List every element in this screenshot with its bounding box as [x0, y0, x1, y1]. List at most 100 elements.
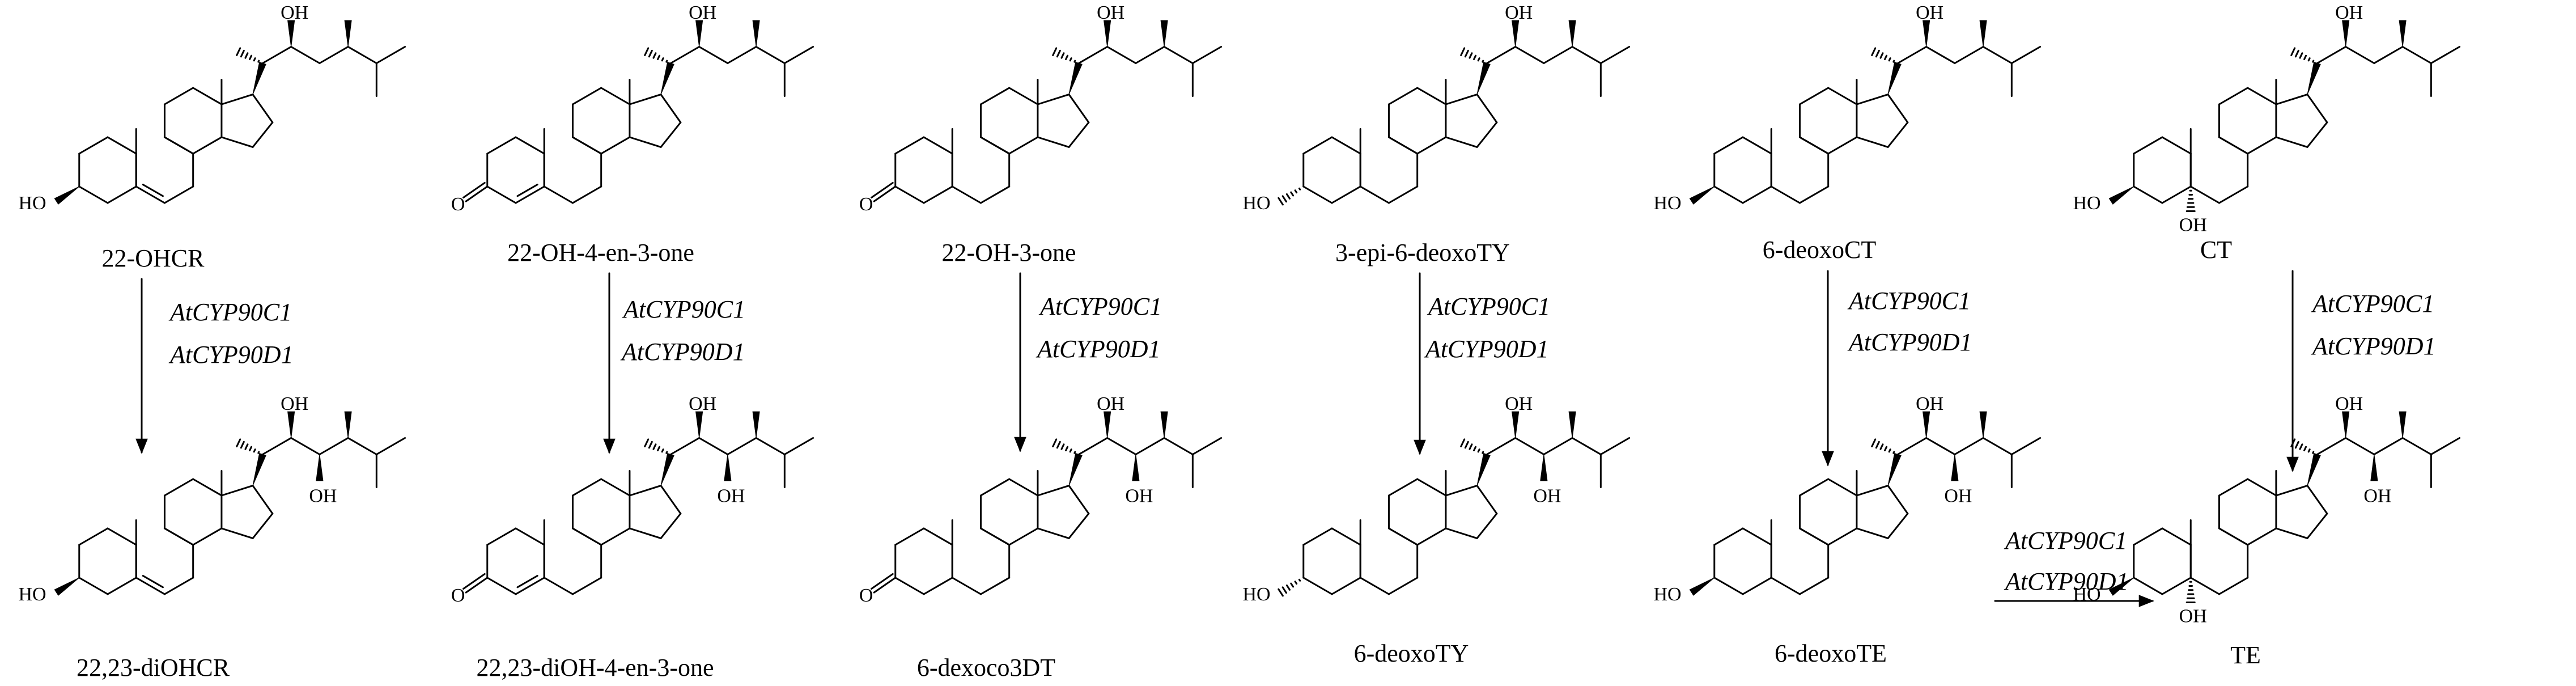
- bond: [78, 577, 109, 595]
- hashed-bond: [253, 448, 256, 453]
- hashed-bond: [661, 448, 664, 453]
- hashed-bond: [661, 57, 664, 62]
- bond: [543, 185, 574, 204]
- bond: [192, 136, 223, 155]
- bond: [2275, 94, 2308, 105]
- bond: [261, 46, 292, 64]
- hashed-bond: [1464, 49, 1469, 58]
- enzyme-label: AtCYP90C1: [622, 295, 745, 323]
- bond: [1068, 121, 1090, 148]
- bond: [1798, 577, 1830, 595]
- atom-label: OH: [1505, 393, 1533, 414]
- bond: [163, 478, 194, 497]
- bond: [2133, 577, 2163, 595]
- compound-label: 6-dexoco3DT: [917, 654, 1055, 681]
- hashed-bond: [2294, 49, 2299, 58]
- atom-label: HO: [1242, 584, 1270, 605]
- atom-label: O: [451, 194, 465, 215]
- wedge-bond: [1923, 411, 1930, 438]
- atom-label: HO: [1653, 193, 1681, 214]
- bond: [1896, 437, 1928, 455]
- bond: [375, 437, 406, 455]
- wedge-bond: [1104, 411, 1111, 438]
- compound-label: 3-epi-6-deoxoTY: [1335, 239, 1510, 266]
- bond: [1798, 136, 1830, 155]
- bond: [1856, 527, 1889, 539]
- atom-label: OH: [2335, 2, 2363, 23]
- bond: [1077, 437, 1109, 455]
- bond: [1954, 46, 1984, 64]
- carbonyl-bond: [873, 185, 897, 202]
- bond: [515, 527, 545, 546]
- bond: [1982, 46, 2013, 64]
- wedge-bond: [2307, 453, 2321, 486]
- bond: [894, 185, 925, 204]
- bond: [669, 46, 701, 64]
- atom-label: HO: [1653, 584, 1681, 605]
- bond: [1571, 437, 1602, 455]
- bond: [1476, 485, 1498, 515]
- wedge-bond: [1160, 411, 1168, 438]
- bond: [1713, 527, 1744, 546]
- bond: [2161, 185, 2192, 204]
- bond: [1163, 437, 1194, 455]
- atom-label: OH: [309, 486, 337, 507]
- bond: [1713, 577, 1744, 595]
- bond: [1387, 87, 1419, 105]
- hashed-bond: [1294, 581, 1298, 585]
- bond: [2401, 437, 2432, 455]
- hashed-bond: [1460, 438, 1466, 448]
- wedge-bond: [1887, 453, 1902, 486]
- carbonyl-bond: [462, 573, 486, 590]
- bond: [923, 185, 953, 204]
- wedge-bond: [1104, 20, 1111, 47]
- hashed-bond: [1060, 443, 1065, 450]
- compound-label: 6-deoxoTE: [1775, 640, 1887, 667]
- bond: [1302, 185, 1333, 204]
- bond: [1416, 478, 1447, 497]
- bond: [2218, 527, 2249, 546]
- hashed-bond: [648, 441, 653, 449]
- bond: [2345, 437, 2375, 455]
- atom-label: OH: [1944, 486, 1972, 507]
- atom-label: O: [859, 194, 873, 215]
- bond: [192, 87, 223, 105]
- enzyme-label: AtCYP90D1: [168, 341, 294, 369]
- wedge-bond: [1540, 454, 1548, 481]
- bond: [979, 136, 1011, 155]
- bond: [163, 527, 194, 546]
- bond: [1856, 94, 1889, 105]
- bond: [600, 527, 631, 546]
- hashed-bond: [1278, 588, 1284, 597]
- bond: [2373, 46, 2404, 64]
- bond: [979, 577, 1011, 595]
- hashed-bond: [2303, 446, 2307, 452]
- bond: [2430, 437, 2461, 455]
- bond: [515, 185, 545, 204]
- bond: [600, 478, 631, 497]
- hashed-bond: [644, 47, 650, 57]
- wedge-bond: [752, 20, 760, 47]
- bond: [107, 577, 137, 595]
- bond: [2275, 485, 2308, 497]
- hashed-bond: [1281, 586, 1287, 594]
- bond: [486, 136, 517, 155]
- bond: [163, 577, 194, 595]
- bond: [486, 577, 517, 595]
- bond: [515, 136, 545, 155]
- bond: [2218, 185, 2249, 204]
- bond: [2345, 46, 2375, 64]
- bond: [1416, 527, 1447, 546]
- bond: [1135, 437, 1165, 455]
- hashed-bond: [1460, 47, 1466, 57]
- bond: [1302, 577, 1333, 595]
- bond: [755, 46, 786, 64]
- bond: [2218, 577, 2249, 595]
- bond: [252, 121, 274, 148]
- wedge-bond: [287, 20, 295, 47]
- bond: [1008, 87, 1039, 105]
- bond: [1387, 577, 1419, 595]
- bond: [1543, 46, 1573, 64]
- bond: [2401, 46, 2432, 64]
- wedge-bond: [1887, 62, 1902, 95]
